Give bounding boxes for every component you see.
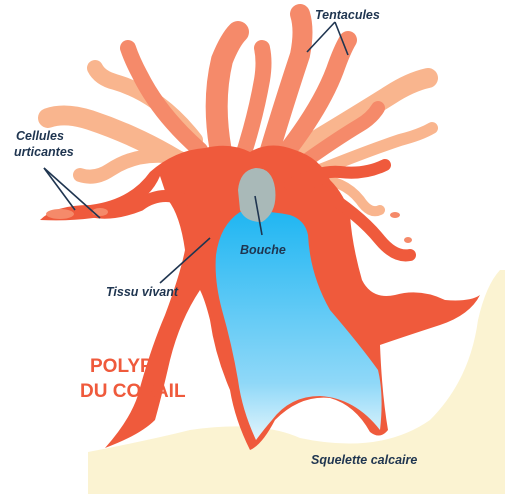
title-line1: POLYPE <box>90 356 165 377</box>
label-squelette-calcaire: Squelette calcaire <box>311 453 417 467</box>
label-cellules-line1: Cellules <box>16 129 64 143</box>
mouth <box>238 168 275 222</box>
title-line2: DU CORAIL <box>80 381 186 402</box>
label-cellules-line2: urticantes <box>14 145 74 159</box>
label-tissu-vivant: Tissu vivant <box>106 285 179 299</box>
label-bouche: Bouche <box>240 243 286 257</box>
label-tentacules: Tentacules <box>315 8 380 22</box>
